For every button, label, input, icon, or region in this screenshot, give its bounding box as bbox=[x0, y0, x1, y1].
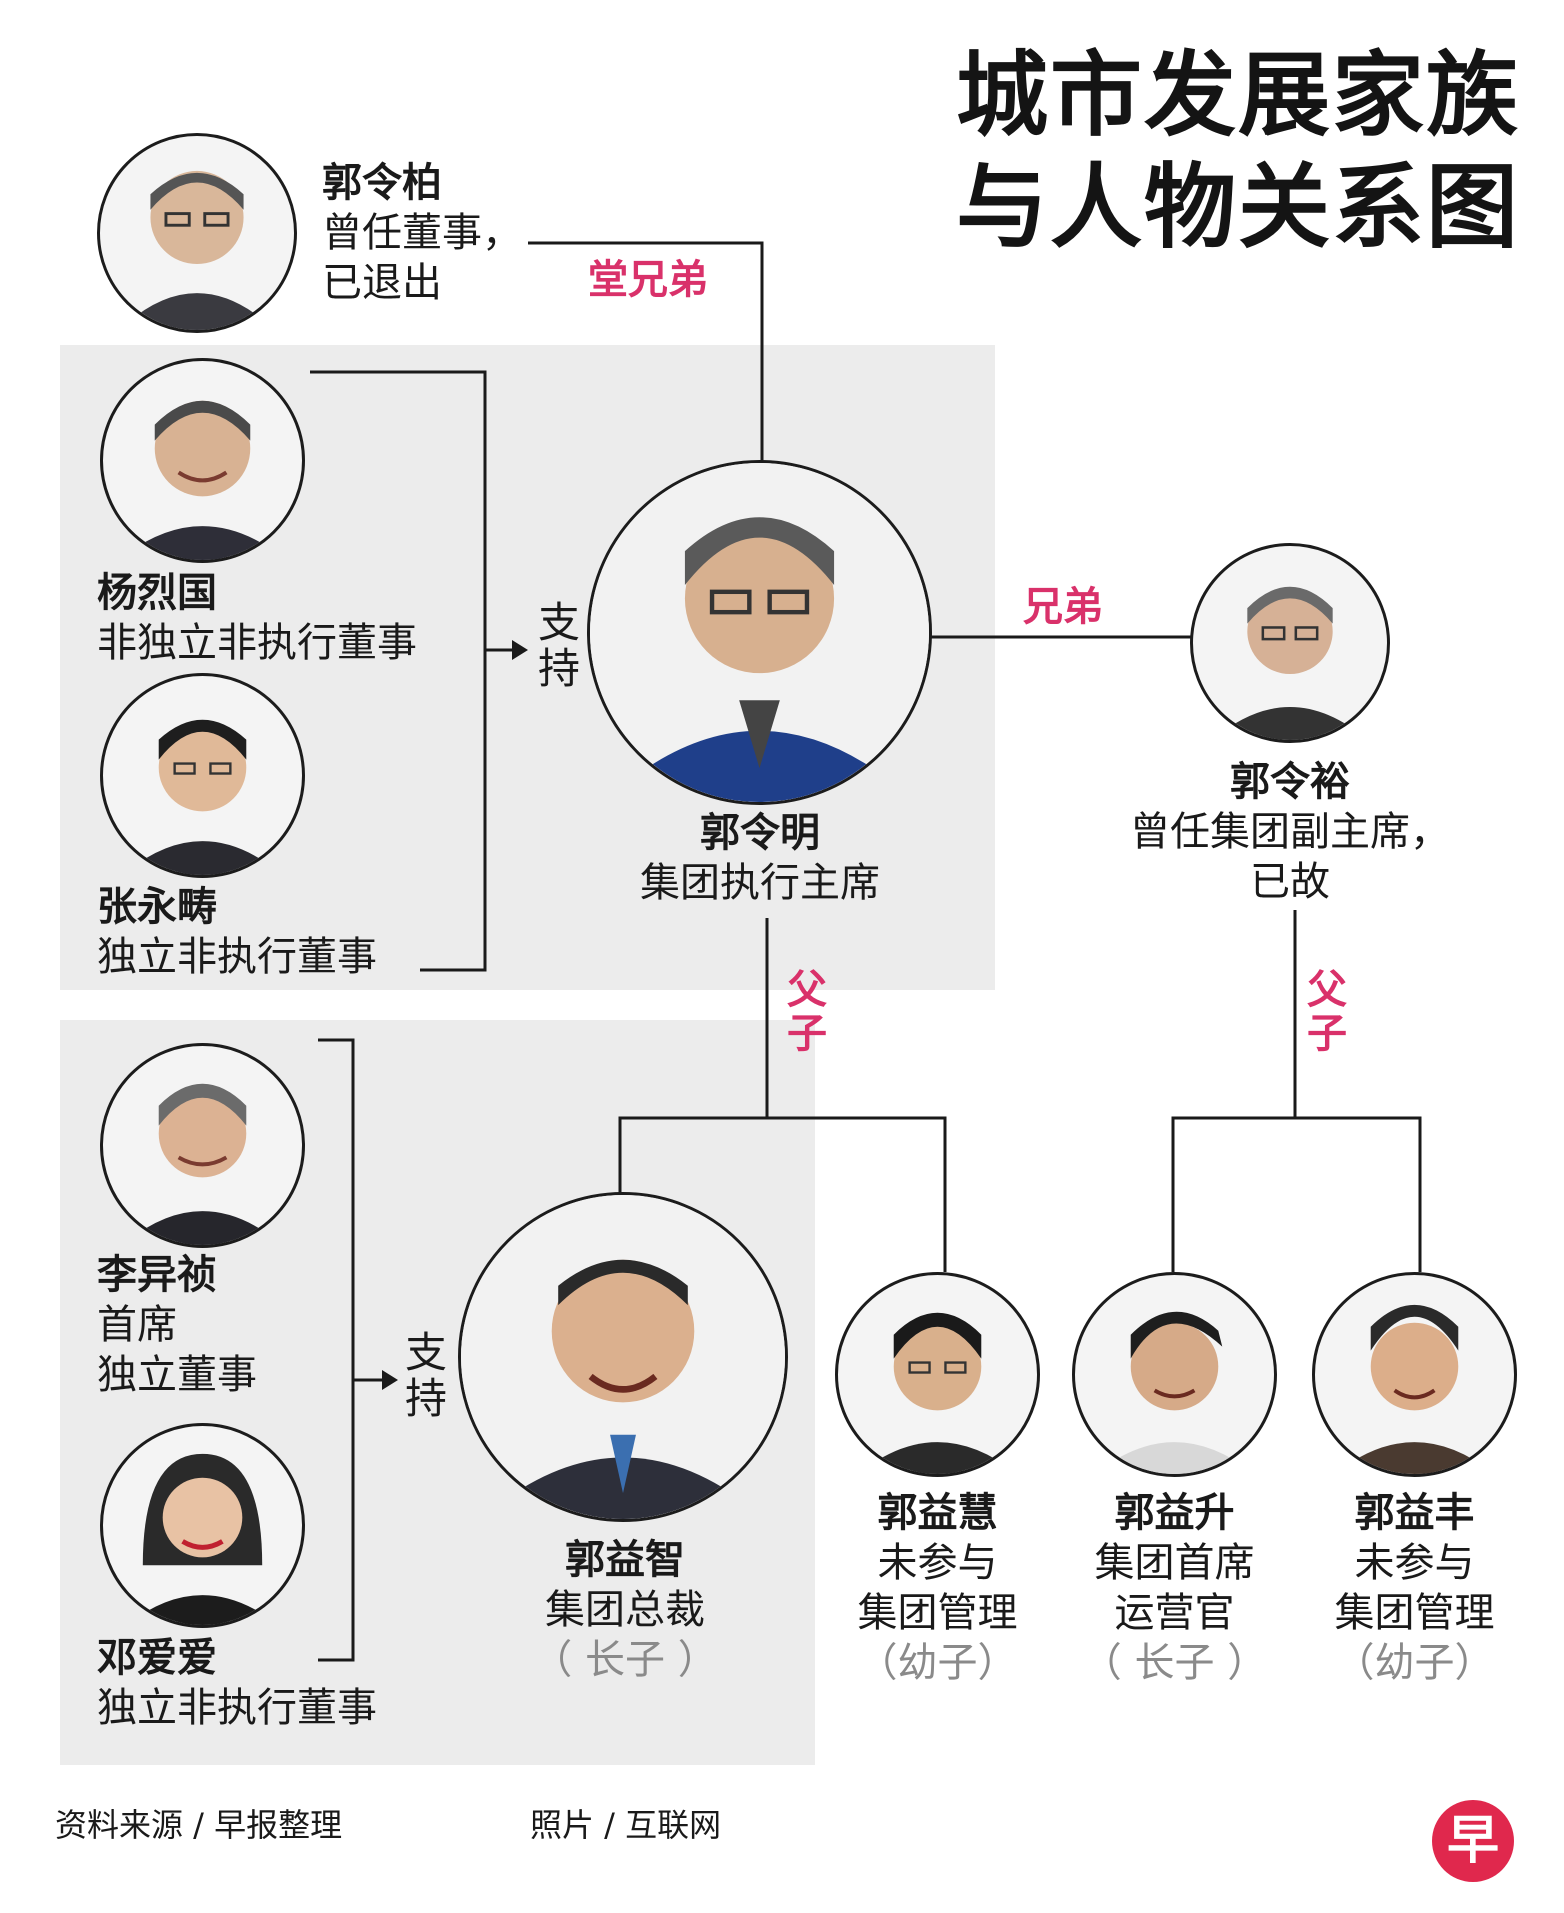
label-kwek-eik-hui: 郭益慧 未参与 集团管理 （幼子） bbox=[815, 1488, 1060, 1688]
relation-father-son-right: 父 子 bbox=[1307, 968, 1347, 1056]
person-note: （幼子） bbox=[857, 1640, 1018, 1686]
avatar-cheong-yoke-kum bbox=[100, 673, 305, 878]
person-name: 郭益丰 bbox=[1354, 1490, 1475, 1536]
person-name: 李异祯 bbox=[97, 1252, 217, 1298]
avatar-kwek-leng-joo bbox=[1190, 543, 1390, 743]
zaobao-logo: 早 bbox=[1432, 1800, 1514, 1882]
relation-char: 父 bbox=[1307, 967, 1347, 1013]
avatar-kwek-eik-hui bbox=[835, 1272, 1040, 1477]
person-name: 张永畴 bbox=[97, 884, 217, 930]
avatar-yeo-liat-kok bbox=[100, 358, 305, 563]
page-title: 城市发展家族 与人物关系图 bbox=[880, 40, 1520, 264]
avatar-kwek-leng-peck bbox=[97, 133, 297, 333]
title-line-2: 与人物关系图 bbox=[955, 154, 1520, 261]
label-kwek-leng-peck: 郭令柏 曾任董事， 已退出 bbox=[322, 158, 522, 308]
person-role: 独立非执行董事 bbox=[97, 934, 377, 980]
person-role: 独立非执行董事 bbox=[97, 1685, 377, 1731]
person-role: 首席 bbox=[97, 1302, 177, 1348]
relation-father-son-left: 父 子 bbox=[787, 968, 827, 1056]
label-lee-yi-zhen: 李异祯 首席 独立董事 bbox=[97, 1250, 257, 1400]
person-role: 未参与 bbox=[877, 1540, 998, 1586]
person-role: 集团管理 bbox=[857, 1590, 1018, 1636]
relation-support-bottom: 支 持 bbox=[405, 1330, 447, 1422]
person-name: 杨烈国 bbox=[97, 570, 217, 616]
avatar-kwek-eik-sheng bbox=[458, 1192, 788, 1522]
label-kwek-eik-sheng: 郭益智 集团总裁 （ 长子 ） bbox=[490, 1535, 760, 1685]
label-cheong-yoke-kum: 张永畴 独立非执行董事 bbox=[97, 882, 377, 982]
label-kwek-leng-joo: 郭令裕 曾任集团副主席， 已故 bbox=[1095, 757, 1485, 907]
person-role: 运营官 bbox=[1114, 1590, 1235, 1636]
person-role: 曾任集团副主席， bbox=[1130, 809, 1450, 855]
person-role: 曾任董事， bbox=[322, 210, 522, 256]
avatar-kwek-eik-feng bbox=[1312, 1272, 1517, 1477]
footer-photo-credit: 照片 / 互联网 bbox=[530, 1806, 722, 1844]
person-role: 集团总裁 bbox=[545, 1587, 705, 1633]
relation-char: 子 bbox=[1307, 1011, 1347, 1057]
person-note: （幼子） bbox=[1334, 1640, 1495, 1686]
person-name: 郭令柏 bbox=[322, 160, 442, 206]
person-role: 未参与 bbox=[1354, 1540, 1475, 1586]
footer-source: 资料来源 / 早报整理 bbox=[55, 1806, 343, 1844]
person-role: 非独立非执行董事 bbox=[97, 620, 417, 666]
label-kwek-leng-beng: 郭令明 集团执行主席 bbox=[600, 808, 920, 908]
person-name: 郭益智 bbox=[565, 1537, 685, 1583]
label-kwek-eik-feng: 郭益丰 未参与 集团管理 （幼子） bbox=[1292, 1488, 1537, 1688]
person-role: 已退出 bbox=[322, 260, 442, 306]
support-char: 支 bbox=[538, 598, 581, 647]
relation-support-top: 支 持 bbox=[538, 600, 580, 692]
person-role: 独立董事 bbox=[97, 1352, 257, 1398]
person-name: 郭令裕 bbox=[1230, 759, 1350, 805]
person-name: 郭令明 bbox=[700, 810, 820, 856]
relation-cousins: 堂兄弟 bbox=[588, 257, 708, 303]
title-line-1: 城市发展家族 bbox=[955, 42, 1520, 149]
person-role: 已故 bbox=[1250, 859, 1330, 905]
avatar-kwek-leng-beng bbox=[587, 460, 932, 805]
person-role: 集团执行主席 bbox=[640, 860, 880, 906]
person-role: 集团管理 bbox=[1334, 1590, 1495, 1636]
support-char: 持 bbox=[538, 644, 581, 693]
label-yeo-liat-kok: 杨烈国 非独立非执行董事 bbox=[97, 568, 417, 668]
avatar-kwek-eik-sheng-coo bbox=[1072, 1272, 1277, 1477]
support-char: 持 bbox=[405, 1374, 448, 1423]
person-name: 邓爱爱 bbox=[97, 1635, 217, 1681]
relation-char: 父 bbox=[787, 967, 827, 1013]
person-note: （ 长子 ） bbox=[532, 1637, 718, 1683]
avatar-lee-yi-zhen bbox=[100, 1043, 305, 1248]
person-name: 郭益升 bbox=[1114, 1490, 1235, 1536]
label-kwek-eik-sheng-coo: 郭益升 集团首席 运营官 （ 长子 ） bbox=[1052, 1488, 1297, 1688]
person-role: 集团首席 bbox=[1094, 1540, 1255, 1586]
avatar-deng-aiai bbox=[100, 1423, 305, 1628]
support-char: 支 bbox=[405, 1328, 448, 1377]
relation-brothers: 兄弟 bbox=[1023, 584, 1103, 630]
person-note: （ 长子 ） bbox=[1081, 1640, 1268, 1686]
relation-char: 子 bbox=[787, 1011, 827, 1057]
person-name: 郭益慧 bbox=[877, 1490, 998, 1536]
label-deng-aiai: 邓爱爱 独立非执行董事 bbox=[97, 1633, 377, 1733]
